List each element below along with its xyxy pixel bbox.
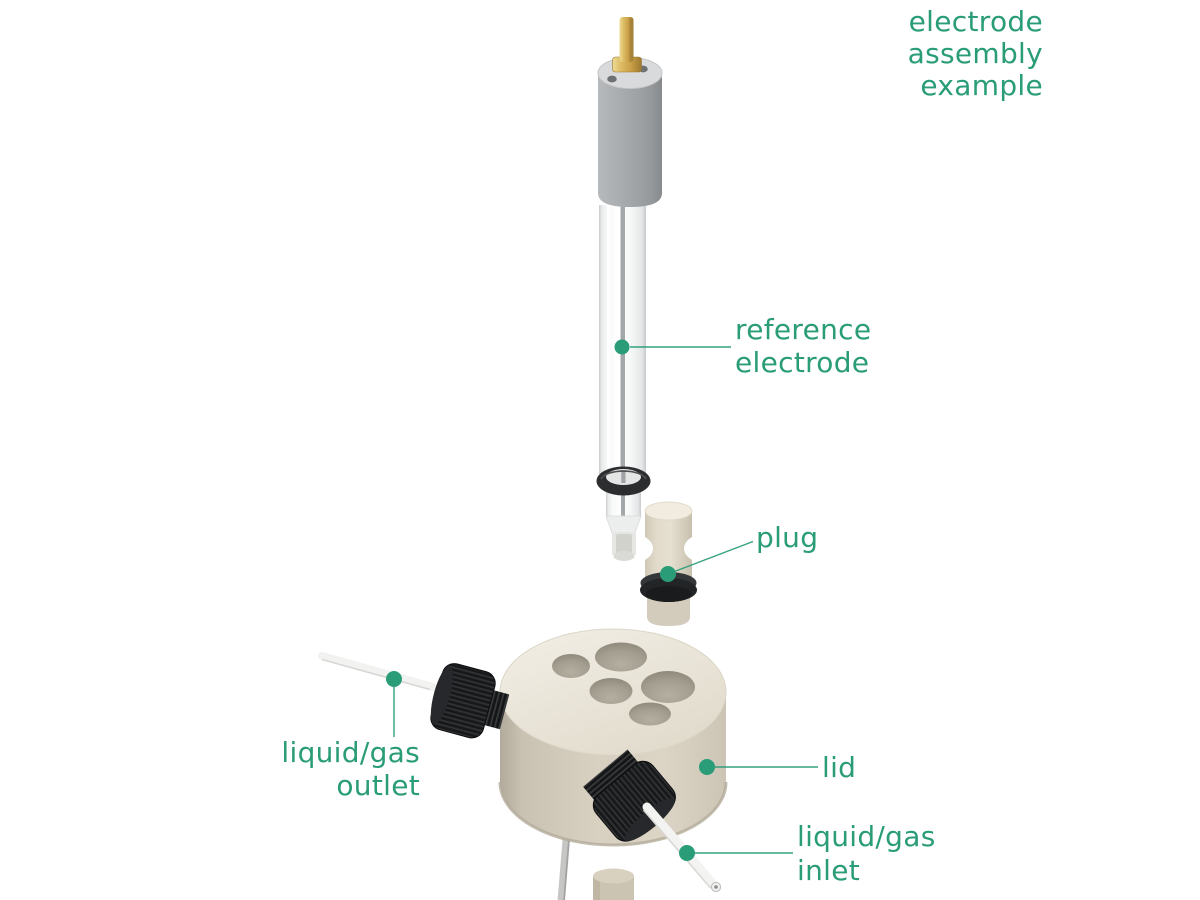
label-lid: lid bbox=[822, 751, 856, 784]
oring-sheen bbox=[600, 470, 647, 480]
lid-port-hole-5 bbox=[629, 702, 671, 726]
lid-port-hole-1 bbox=[552, 654, 590, 678]
inlet-tube-bore bbox=[714, 885, 718, 889]
lower-plug-top bbox=[593, 868, 634, 884]
label-liquid-gas-inlet: liquid/gas inlet bbox=[797, 820, 936, 888]
label-lid-text: lid bbox=[822, 751, 857, 784]
pin-shade bbox=[629, 18, 633, 61]
inlet-nut-face bbox=[624, 798, 675, 842]
diagram-title: electrode assembly example bbox=[908, 6, 1043, 102]
below-lid-parts bbox=[557, 833, 634, 900]
dot-lid bbox=[699, 759, 715, 775]
lid-port-hole-2 bbox=[595, 642, 647, 672]
inner-wire-lower bbox=[621, 478, 625, 518]
label-plug-text: plug bbox=[756, 521, 819, 554]
inner-wire bbox=[620, 205, 625, 517]
outlet-tube-shade bbox=[321, 658, 431, 691]
leader-plug bbox=[667, 540, 754, 575]
cap-vent-hole-left bbox=[607, 75, 617, 83]
label-reference-line-1: reference bbox=[735, 313, 872, 346]
label-reference-line-2: electrode bbox=[735, 346, 870, 379]
plug-drawing bbox=[640, 501, 697, 626]
electrode-cap bbox=[598, 72, 662, 207]
plug-oring-shadow bbox=[645, 586, 692, 602]
inlet-tube bbox=[642, 802, 719, 890]
title-line-1: electrode bbox=[908, 5, 1043, 38]
label-inlet-line-1: liquid/gas bbox=[797, 820, 936, 853]
ground-joint-frost bbox=[616, 534, 632, 554]
outlet-nut-face bbox=[430, 665, 453, 725]
lid-bottom-rim bbox=[498, 781, 728, 847]
dot-plug bbox=[660, 566, 676, 582]
inlet-thread-collar bbox=[583, 749, 641, 803]
dot-outlet bbox=[386, 671, 402, 687]
plug-top-face bbox=[644, 501, 693, 521]
label-reference-electrode: reference electrode bbox=[735, 313, 871, 379]
label-outlet-line-2: outlet bbox=[336, 769, 420, 802]
glass-taper bbox=[605, 515, 642, 534]
dot-reference bbox=[614, 339, 630, 355]
inlet-tube-shade bbox=[642, 809, 712, 889]
title-line-3: example bbox=[920, 69, 1043, 102]
lid-port-hole-3 bbox=[589, 678, 633, 704]
inlet-fitting bbox=[583, 749, 722, 893]
callout-leaders bbox=[393, 346, 818, 854]
label-inlet-line-2: inlet bbox=[797, 854, 861, 887]
wire-through-ring bbox=[621, 470, 626, 483]
dot-inlet bbox=[679, 845, 695, 861]
label-plug: plug bbox=[756, 521, 818, 554]
label-liquid-gas-outlet: liquid/gas outlet bbox=[281, 736, 420, 802]
reference-electrode-drawing bbox=[596, 17, 663, 561]
label-outlet-line-1: liquid/gas bbox=[281, 736, 420, 769]
title-line-2: assembly bbox=[907, 37, 1043, 70]
lid-port-hole-4 bbox=[641, 671, 695, 703]
glass-highlight bbox=[607, 205, 610, 474]
outlet-fitting bbox=[318, 652, 510, 739]
callout-dots bbox=[386, 339, 715, 861]
plug-body bbox=[645, 511, 692, 586]
internal-tube-rod-edge bbox=[563, 833, 571, 900]
internal-tube-rod bbox=[557, 833, 570, 900]
tip-bottom bbox=[613, 551, 635, 561]
lower-plug-shade bbox=[593, 876, 600, 900]
